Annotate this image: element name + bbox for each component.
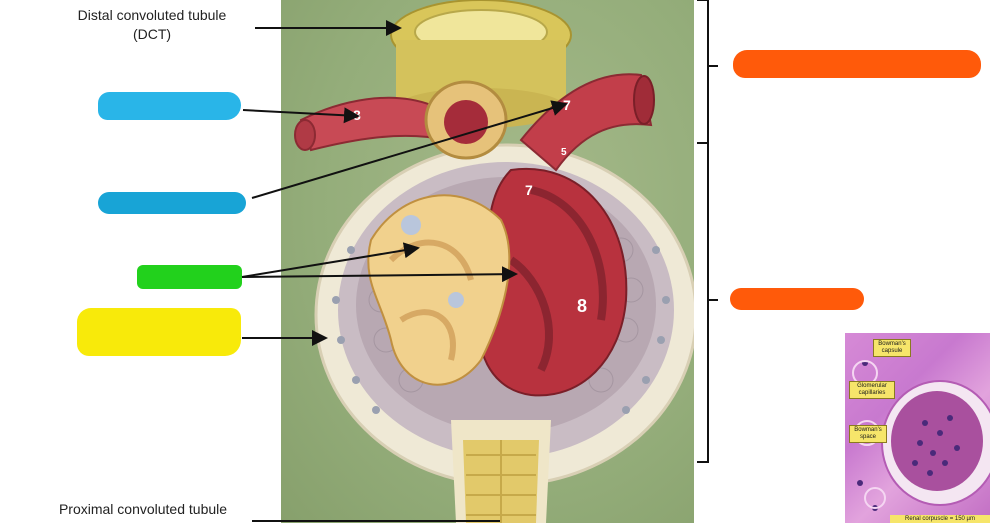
nephron-model-drawing: 8 7 7 5 8 bbox=[294, 0, 694, 523]
inset-scale-label: Renal corpuscle = 150 µm bbox=[890, 515, 990, 523]
arrow-green-1 bbox=[241, 242, 420, 278]
bracket-lower bbox=[697, 142, 709, 463]
model-number-3: 7 bbox=[525, 182, 533, 198]
inset-tag-glomerular-capillaries: Glomerular capillaries bbox=[849, 381, 895, 399]
highlight-blue-1 bbox=[98, 92, 241, 120]
arrow-green-2 bbox=[241, 266, 518, 283]
highlight-orange-2 bbox=[730, 288, 864, 310]
label-dct: Distal convoluted tubule (DCT) bbox=[52, 6, 252, 44]
histology-inset: Bowman's capsule Glomerular capillaries … bbox=[845, 333, 990, 523]
highlight-blue-2 bbox=[98, 192, 246, 214]
label-dct-line2: (DCT) bbox=[132, 26, 172, 42]
inset-tag-bowmans-capsule: Bowman's capsule bbox=[873, 339, 911, 357]
label-pct: Proximal convoluted tubule bbox=[58, 501, 228, 517]
model-number-4: 5 bbox=[561, 147, 567, 158]
nephron-model-photo: 8 7 7 5 8 bbox=[281, 0, 694, 523]
inset-tag-bowmans-space: Bowman's space bbox=[849, 425, 887, 443]
highlight-green bbox=[137, 265, 242, 289]
bracket-upper bbox=[697, 0, 709, 144]
highlight-orange-1 bbox=[733, 50, 981, 78]
histology-drawing bbox=[852, 350, 990, 511]
label-dct-line1: Distal convoluted tubule bbox=[77, 7, 227, 23]
arrow-blue-1 bbox=[242, 107, 360, 124]
arrow-blue-2 bbox=[251, 100, 568, 199]
model-number-5: 8 bbox=[577, 296, 587, 316]
highlight-yellow bbox=[77, 308, 241, 356]
